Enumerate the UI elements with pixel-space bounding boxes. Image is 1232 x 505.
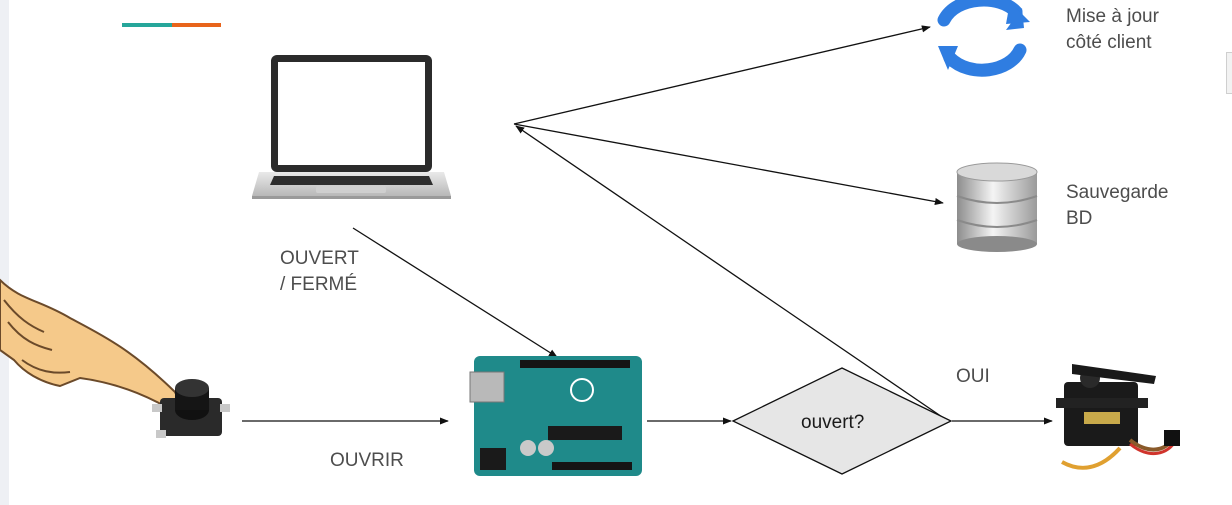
push-button-icon [152,379,230,438]
slide-left-edge [0,0,9,505]
finger-icon [0,278,182,410]
arrow-hub-to-database [513,123,944,206]
laptop-icon [252,55,451,199]
arduino-board-icon [469,356,642,476]
label-db-save: Sauvegarde BD [1066,182,1169,229]
arrow-laptop-to-arduino [352,227,558,358]
accent-bar-icon [122,23,221,27]
database-icon [956,162,1038,252]
side-panel-tab[interactable] [1226,52,1232,94]
servo-motor-icon [1056,364,1180,470]
refresh-icon [937,0,1030,77]
arrow-decision-to-hub [515,125,949,422]
decision-label: ouvert? [801,412,865,433]
arrow-hub-to-refresh [513,25,931,125]
decision-node [731,367,953,475]
label-open-command: OUVRIR [330,450,404,471]
label-yes: OUI [956,366,990,387]
label-open-close: OUVERT / FERMÉ [280,248,359,295]
connectors [242,25,1053,425]
label-client-update: Mise à jour côté client [1066,6,1159,53]
